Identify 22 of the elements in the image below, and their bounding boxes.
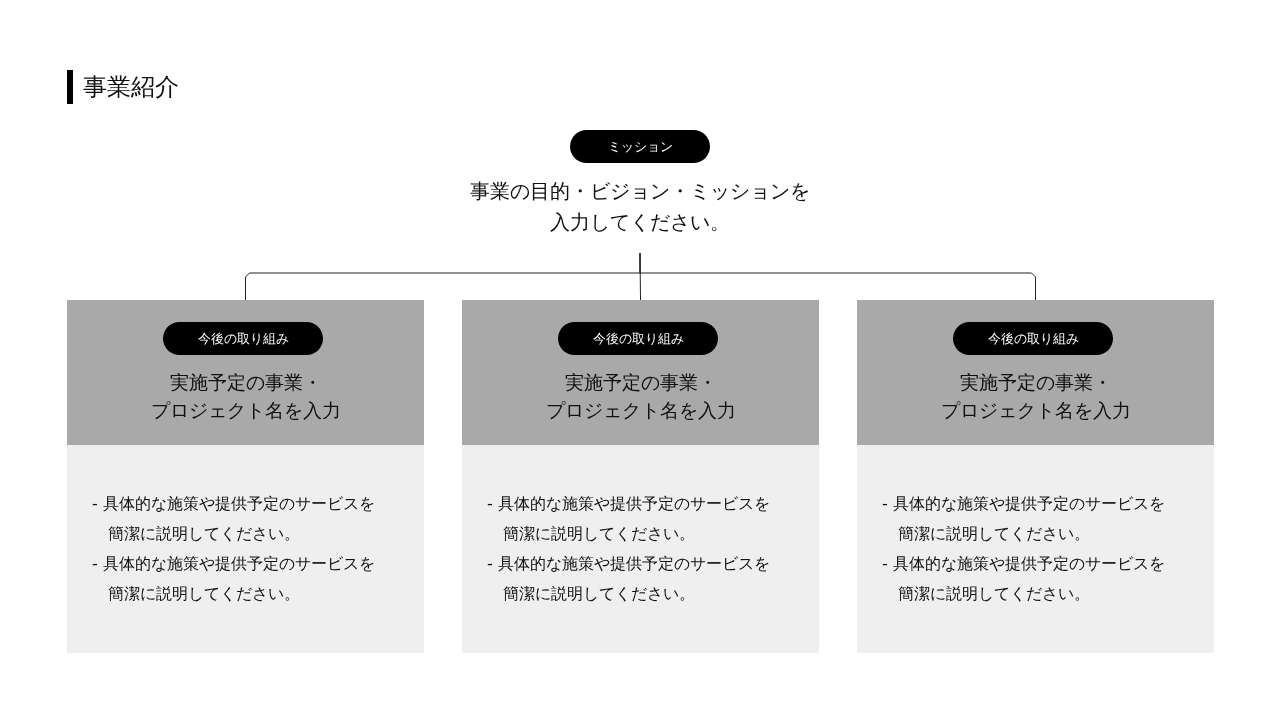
bullet-item: - 具体的な施策や提供予定のサービスを簡潔に説明してください。	[882, 493, 1166, 545]
project-header-panel	[857, 300, 1214, 445]
tag-pill: 今後の取り組み	[558, 322, 718, 355]
mission-text: 事業の目的・ビジョン・ミッションを入力してください。	[440, 176, 840, 246]
tag-pill: ミッション	[570, 130, 710, 163]
bullet-item: - 具体的な施策や提供予定のサービスを簡潔に説明してください。	[882, 553, 1166, 605]
project-title: 実施予定の事業・プロジェクト名を入力	[544, 370, 737, 423]
bullet-item: - 具体的な施策や提供予定のサービスを簡潔に説明してください。	[92, 493, 376, 545]
bullet-item: - 具体的な施策や提供予定のサービスを簡潔に説明してください。	[92, 553, 376, 605]
description-panel	[857, 445, 1214, 653]
project-title: 実施予定の事業・プロジェクト名を入力	[939, 370, 1132, 423]
page-title: 事業紹介	[83, 72, 179, 103]
tag-pill: 今後の取り組み	[953, 322, 1113, 355]
project-title: 実施予定の事業・プロジェクト名を入力	[149, 370, 342, 423]
bullet-item: - 具体的な施策や提供予定のサービスを簡潔に説明してください。	[487, 553, 771, 605]
description-panel	[462, 445, 819, 653]
bullet-item: - 具体的な施策や提供予定のサービスを簡潔に説明してください。	[487, 493, 771, 545]
tag-pill: 今後の取り組み	[163, 322, 323, 355]
project-header-panel	[462, 300, 819, 445]
connector-line	[639, 252, 1036, 301]
description-panel	[67, 445, 424, 653]
project-header-panel	[67, 300, 424, 445]
